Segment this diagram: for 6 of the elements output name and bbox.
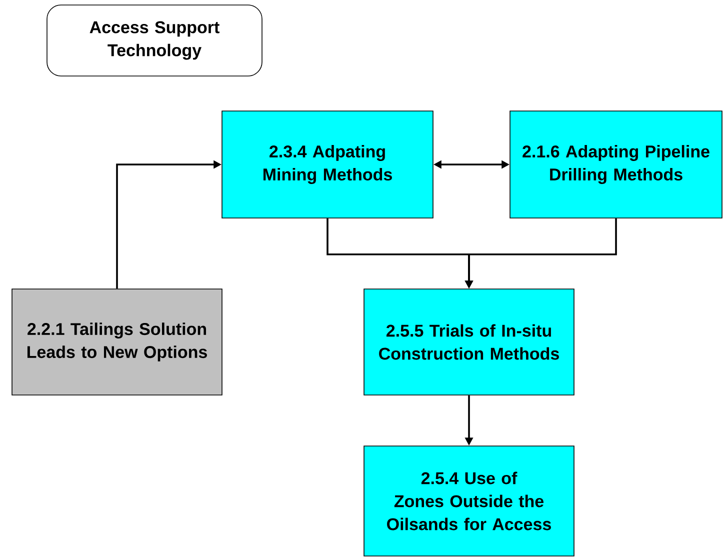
rounded-box: Access Support Technology (46, 4, 262, 76)
process-box: 2.2.1 Tailings Solution Leads to New Options (12, 288, 222, 396)
process-box: 2.5.5 Trials of In-situ Construction Methods (364, 288, 574, 396)
process-box: 2.5.4 Use of Zones Outside the Oilsands for Access (364, 446, 574, 556)
process-box: 2.3.4 Adpating Mining Methods (222, 110, 434, 218)
process-box: 2.1.6 Adapting Pipeline Drilling Methods (510, 110, 722, 218)
